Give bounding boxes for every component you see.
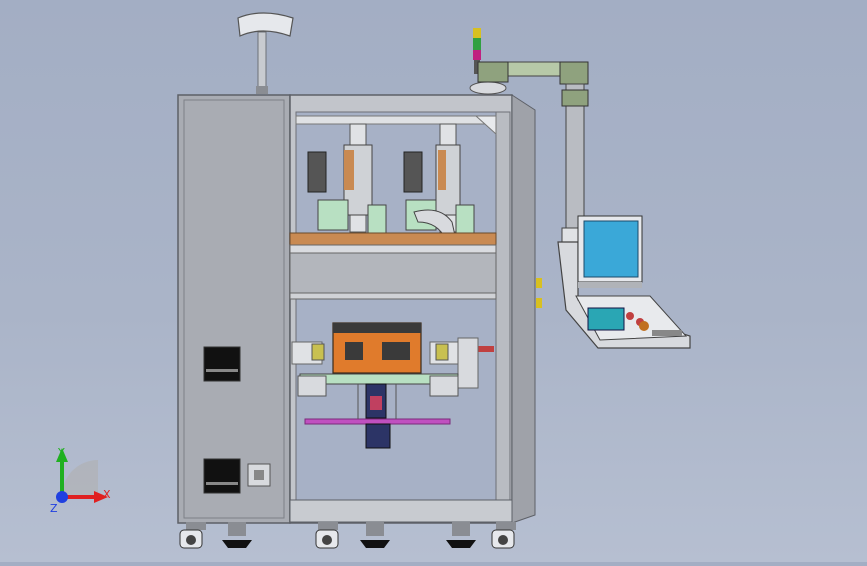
main-frame — [289, 94, 542, 524]
top-sensor — [237, 12, 294, 94]
x-axis-label: X — [103, 488, 111, 501]
work-plate — [289, 232, 497, 300]
z-axis-label: Z — [50, 502, 58, 515]
control-panel — [557, 215, 691, 349]
lower-station — [291, 322, 494, 449]
stack-light — [469, 28, 507, 95]
casters — [179, 522, 516, 549]
coordinate-triad: Y X Z — [50, 446, 111, 515]
y-axis-label: Y — [57, 446, 65, 459]
z-axis — [56, 491, 68, 503]
cabinet-left-panel — [177, 94, 291, 524]
upper-station — [307, 123, 475, 241]
